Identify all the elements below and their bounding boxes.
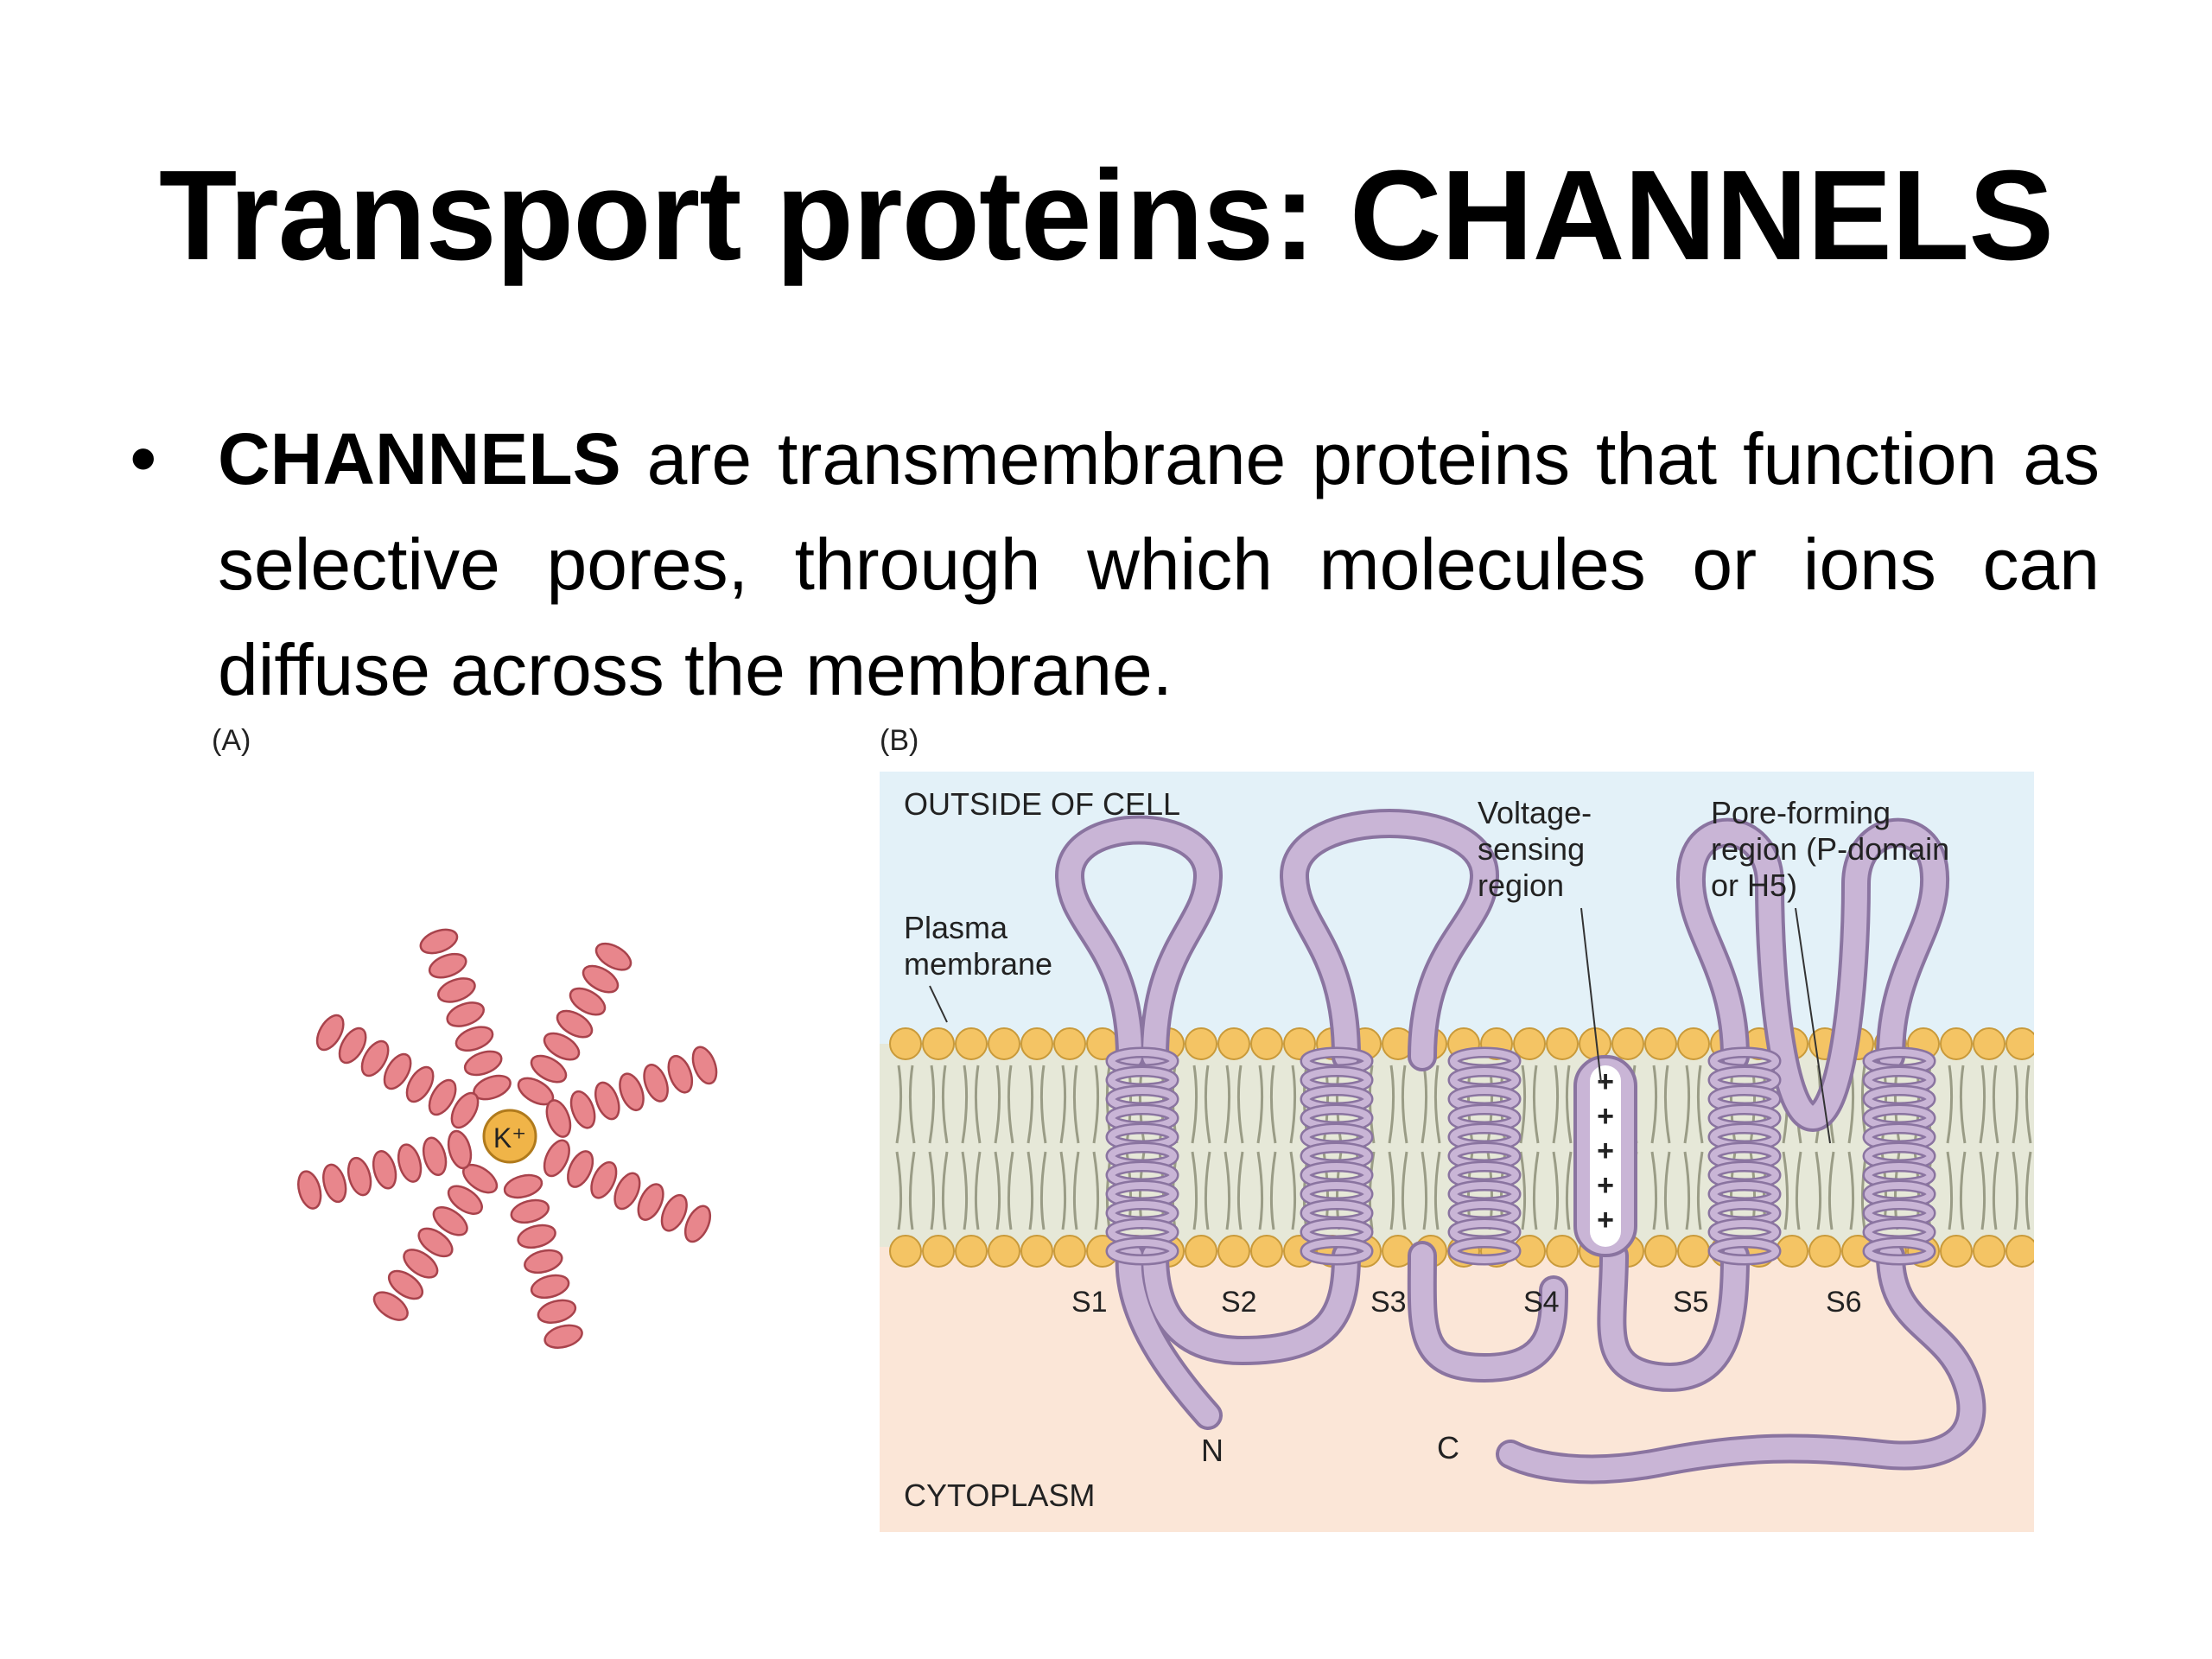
segment-label: S4 [1523, 1286, 1560, 1319]
transmembrane-helix [1447, 1046, 1522, 1266]
segment-label: S1 [1071, 1286, 1108, 1319]
panel-a-tag: (A) [212, 724, 251, 757]
transmembrane-helix [1862, 1046, 1936, 1266]
segment-label: S3 [1370, 1286, 1407, 1319]
voltage-label-line2: sensing [1478, 831, 1585, 867]
slide-title: Transport proteins: CHANNELS [158, 144, 2054, 287]
segment-label: S5 [1673, 1286, 1709, 1319]
bullet-term: CHANNELS [218, 418, 621, 499]
bullet-text: CHANNELS are transmembrane proteins that… [218, 406, 2100, 722]
transmembrane-helix [1300, 1046, 1374, 1266]
c-terminus-label: C [1437, 1430, 1459, 1465]
bullet-body: are transmembrane proteins that function… [218, 418, 2100, 710]
plasma-membrane-pointer [929, 985, 948, 1023]
cytoplasm-region [880, 1243, 2034, 1532]
plasma-membrane-label-line2: membrane [904, 946, 1052, 982]
bullet-point-icon: • [130, 416, 157, 502]
alpha-helix [315, 1014, 480, 1129]
potassium-ion-label: K⁺ [493, 1122, 526, 1154]
positive-charge: + [1597, 1169, 1614, 1202]
helix-bundle [297, 928, 718, 1349]
alpha-helix [545, 1046, 718, 1138]
segment-label: S6 [1826, 1286, 1862, 1319]
positive-charge: + [1597, 1204, 1614, 1236]
pore-pointer [1795, 907, 1831, 1144]
channel-protein [1054, 809, 1986, 1484]
alpha-helix [297, 1129, 473, 1210]
n-terminus-label: N [1201, 1433, 1224, 1468]
plasma-membrane-label-line1: Plasma [904, 910, 1008, 945]
voltage-pointer [1580, 907, 1602, 1084]
panel-a-helix-diagram: K⁺ [297, 928, 718, 1349]
pore-label-line3: or H5) [1711, 868, 1797, 903]
cytoplasm-label: CYTOPLASM [904, 1478, 1095, 1513]
alpha-helix [503, 1173, 583, 1349]
alpha-helix [419, 928, 512, 1101]
alpha-helix [372, 1163, 499, 1321]
outside-cell-label: OUTSIDE OF CELL [904, 786, 1180, 822]
alpha-helix [543, 1139, 712, 1243]
pore-label-line1: Pore-forming [1711, 795, 1891, 830]
segment-labels: S1 S2 S3 S4 S5 S6 [1071, 1286, 1862, 1319]
panel-b-tag: (B) [880, 724, 919, 757]
bullet-item: • CHANNELS are transmembrane proteins th… [130, 406, 2100, 722]
voltage-label-line3: region [1478, 868, 1564, 903]
transmembrane-helix [1707, 1046, 1782, 1266]
segment-label: S2 [1221, 1286, 1257, 1319]
s4-charges: +++++ [1597, 1065, 1614, 1236]
positive-charge: + [1597, 1065, 1614, 1098]
panel-b-membrane-diagram: +++++ OUTSIDE OF CELL CYTOPLASM Plasma m… [880, 772, 2034, 1532]
transmembrane-helices [1105, 1046, 1936, 1266]
alpha-helix [517, 942, 632, 1106]
s4-charge-core [1590, 1065, 1621, 1247]
pore-label-line2: region (P-domain [1711, 831, 1949, 867]
potassium-ion [482, 1109, 537, 1164]
protein-backbone [1058, 812, 1983, 1481]
voltage-label-line1: Voltage- [1478, 795, 1592, 830]
positive-charge: + [1597, 1100, 1614, 1133]
transmembrane-helix [1105, 1046, 1179, 1266]
positive-charge: + [1597, 1135, 1614, 1167]
